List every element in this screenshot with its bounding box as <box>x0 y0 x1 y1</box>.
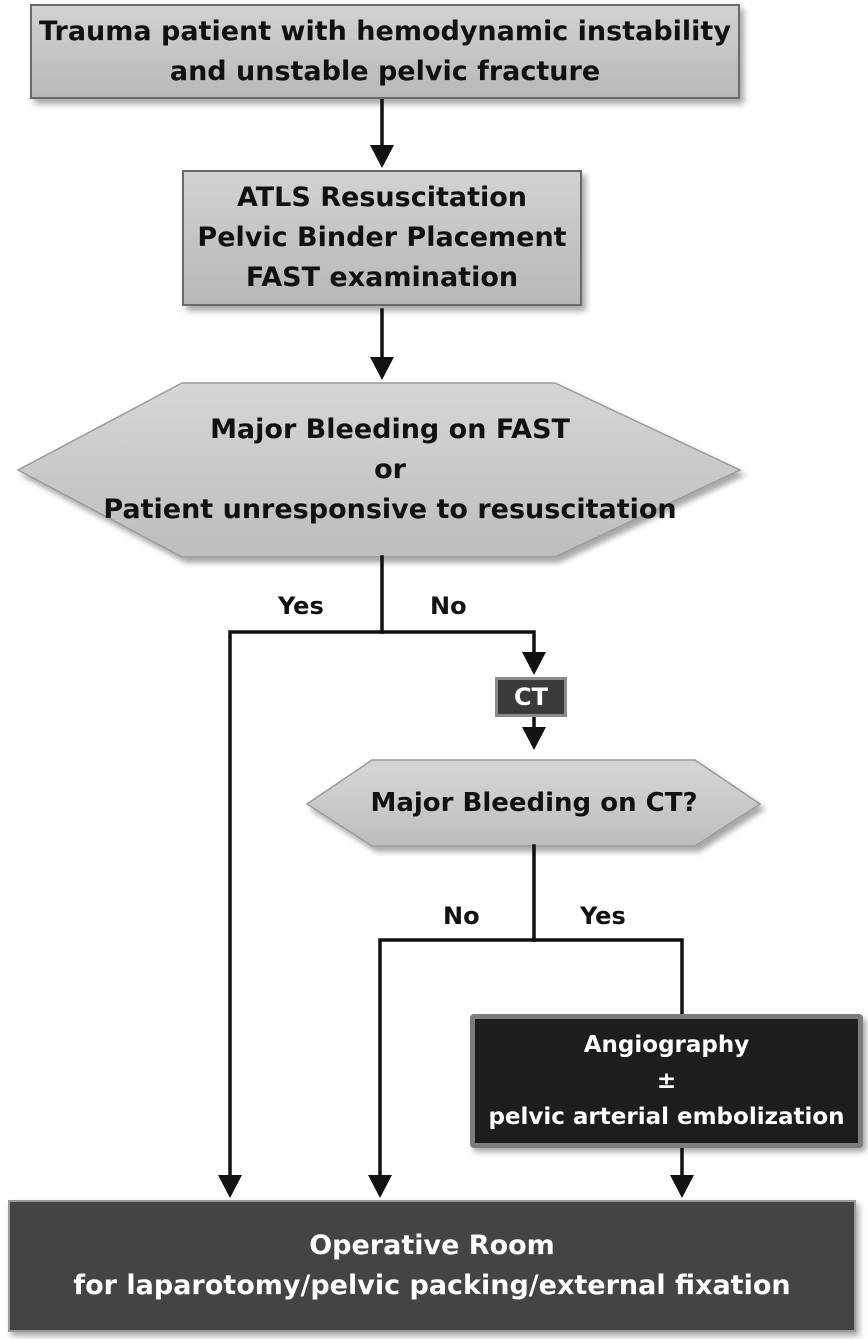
connector-fast-no-branch <box>380 630 536 657</box>
decision-ct-shape <box>305 759 762 847</box>
angiography-line-1: Angiography <box>583 1032 750 1058</box>
ct-node: CT <box>495 677 567 717</box>
arrowhead-operative-middle <box>368 1175 392 1198</box>
angiography-line-3: pelvic arterial embolization <box>488 1104 845 1130</box>
resuscitation-line-1: ATLS Resuscitation <box>236 182 528 213</box>
decision-fast-line-2: or <box>374 454 406 485</box>
operative-line-1: Operative Room <box>309 1230 555 1261</box>
arrowhead-operative-right <box>670 1175 694 1198</box>
ct-label: CT <box>514 683 548 711</box>
angiography-line-2: ± <box>656 1068 677 1094</box>
decision-fast-shape <box>16 382 742 558</box>
resuscitation-line-3: FAST examination <box>245 262 519 293</box>
start-line-2: and unstable pelvic fracture <box>169 55 601 87</box>
edge-label-fast-yes: Yes <box>278 592 324 620</box>
arrowhead-resus <box>370 145 394 168</box>
decision-ct-node: Major Bleeding on CT? <box>340 764 728 842</box>
decision-fast-line-1: Major Bleeding on FAST <box>210 414 570 445</box>
connector-fast-yes-branch <box>228 630 384 1180</box>
edge-label-ct-no: No <box>443 902 480 930</box>
decision-fast-line-3: Patient unresponsive to resuscitation <box>103 494 677 525</box>
arrowhead-operative-left <box>218 1175 242 1198</box>
decision-fast-node: Major Bleeding on FAST or Patient unresp… <box>90 390 690 550</box>
edge-label-ct-yes: Yes <box>580 902 626 930</box>
resuscitation-line-2: Pelvic Binder Placement <box>197 222 567 253</box>
arrowhead-decision-ct <box>522 727 546 750</box>
arrowhead-ct <box>522 652 546 675</box>
edge-label-fast-no: No <box>430 592 467 620</box>
resuscitation-node: ATLS Resuscitation Pelvic Binder Placeme… <box>182 170 582 306</box>
angiography-node: Angiography ± pelvic arterial embolizati… <box>470 1014 863 1148</box>
connector-ct-yes-branch <box>532 938 684 1016</box>
start-node: Trauma patient with hemodynamic instabil… <box>30 4 740 99</box>
connector-ct-no-branch <box>378 938 536 1180</box>
decision-ct-label: Major Bleeding on CT? <box>370 787 698 818</box>
arrowhead-fast <box>370 357 394 380</box>
operative-node: Operative Room for laparotomy/pelvic pac… <box>8 1200 856 1332</box>
operative-line-2: for laparotomy/pelvic packing/external f… <box>73 1270 791 1301</box>
start-line-1: Trauma patient with hemodynamic instabil… <box>39 15 731 47</box>
